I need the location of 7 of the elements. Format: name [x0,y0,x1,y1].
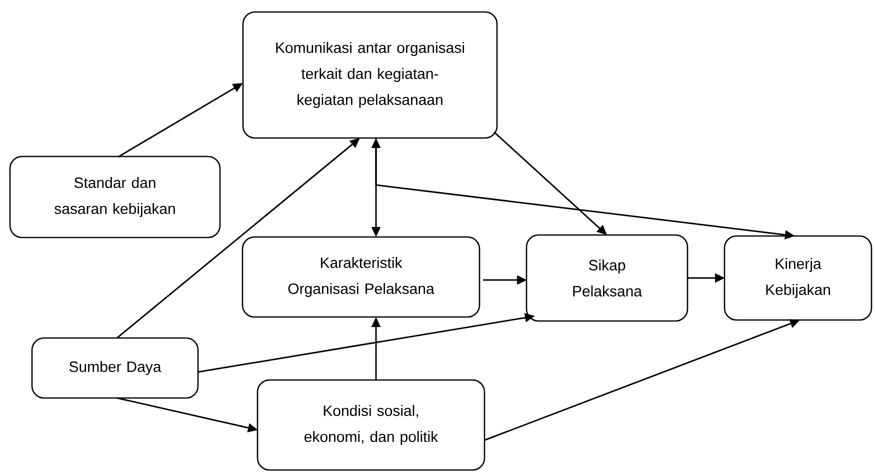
process-box: Kinerja Kebijakan [724,235,872,321]
process-box: Standar dan sasaran kebijakan [9,156,221,238]
process-box: Sikap Pelaksana [526,234,688,322]
process-box: Karakteristik Organisasi Pelaksana [242,236,480,318]
process-box: Kondisi sosial, ekonomi, dan politik [256,379,486,471]
process-box: Sumber Daya [31,337,199,399]
process-box: Komunikasi antar organisasi terkait dan kegiatan-kegiatan pelaksanaan [242,11,498,139]
